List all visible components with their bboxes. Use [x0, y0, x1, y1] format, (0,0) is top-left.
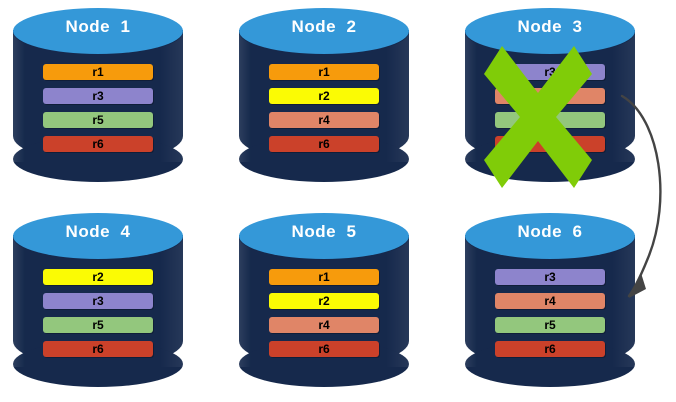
node-1-cylinder-top	[13, 8, 183, 54]
replica-bar[interactable]: r6	[495, 341, 605, 357]
replica-bar[interactable]: r6	[495, 136, 605, 152]
replica-bar[interactable]: r5	[43, 317, 153, 333]
replica-bar[interactable]: r2	[269, 293, 379, 309]
replica-bar[interactable]: r3	[495, 269, 605, 285]
replica-bar[interactable]: r3	[43, 88, 153, 104]
replica-bar[interactable]: r1	[43, 64, 153, 80]
node-4[interactable]: Node 4 r2 r3 r5 r6	[0, 205, 196, 390]
replica-bar[interactable]: r2	[43, 269, 153, 285]
node-5-replica-list: r1 r2 r4 r6	[269, 269, 379, 357]
node-1-replica-list: r1 r3 r5 r6	[43, 64, 153, 152]
replica-bar[interactable]: r5	[43, 112, 153, 128]
node-4-cylinder-top	[13, 213, 183, 259]
node-2-cylinder-top	[239, 8, 409, 54]
replica-bar[interactable]: r6	[43, 136, 153, 152]
replica-bar[interactable]: r4	[495, 293, 605, 309]
replica-bar[interactable]: r4	[495, 88, 605, 104]
node-2-title: Node 2	[291, 17, 357, 36]
replica-bar[interactable]: r3	[43, 293, 153, 309]
replica-bar[interactable]: r5	[495, 317, 605, 333]
node-1-title: Node 1	[65, 17, 131, 36]
replica-bar[interactable]: r1	[269, 269, 379, 285]
replica-bar[interactable]: r3	[495, 64, 605, 80]
replica-bar[interactable]: r6	[269, 136, 379, 152]
replica-bar[interactable]: r6	[269, 341, 379, 357]
replica-bar[interactable]: r4	[269, 112, 379, 128]
node-6[interactable]: Node 6 r3 r4 r5 r6	[452, 205, 648, 390]
replica-bar[interactable]: r4	[269, 317, 379, 333]
replica-bar[interactable]: r1	[269, 64, 379, 80]
node-4-title: Node 4	[65, 222, 131, 241]
node-6-cylinder-top	[465, 213, 635, 259]
node-3-title: Node 3	[517, 17, 583, 36]
replica-bar[interactable]: r2	[269, 88, 379, 104]
node-3[interactable]: Node 3 r3 r4 r5 r6	[452, 0, 648, 185]
node-5-title: Node 5	[291, 222, 357, 241]
node-5[interactable]: Node 5 r1 r2 r4 r6	[226, 205, 422, 390]
replica-bar[interactable]: r6	[43, 341, 153, 357]
node-1[interactable]: Node 1 r1 r3 r5 r6	[0, 0, 196, 185]
node-2-replica-list: r1 r2 r4 r6	[269, 64, 379, 152]
node-4-replica-list: r2 r3 r5 r6	[43, 269, 153, 357]
node-6-replica-list: r3 r4 r5 r6	[495, 269, 605, 357]
replica-bar[interactable]: r5	[495, 112, 605, 128]
node-5-cylinder-top	[239, 213, 409, 259]
node-3-replica-list: r3 r4 r5 r6	[495, 64, 605, 152]
node-6-title: Node 6	[517, 222, 583, 241]
node-2[interactable]: Node 2 r1 r2 r4 r6	[226, 0, 422, 185]
